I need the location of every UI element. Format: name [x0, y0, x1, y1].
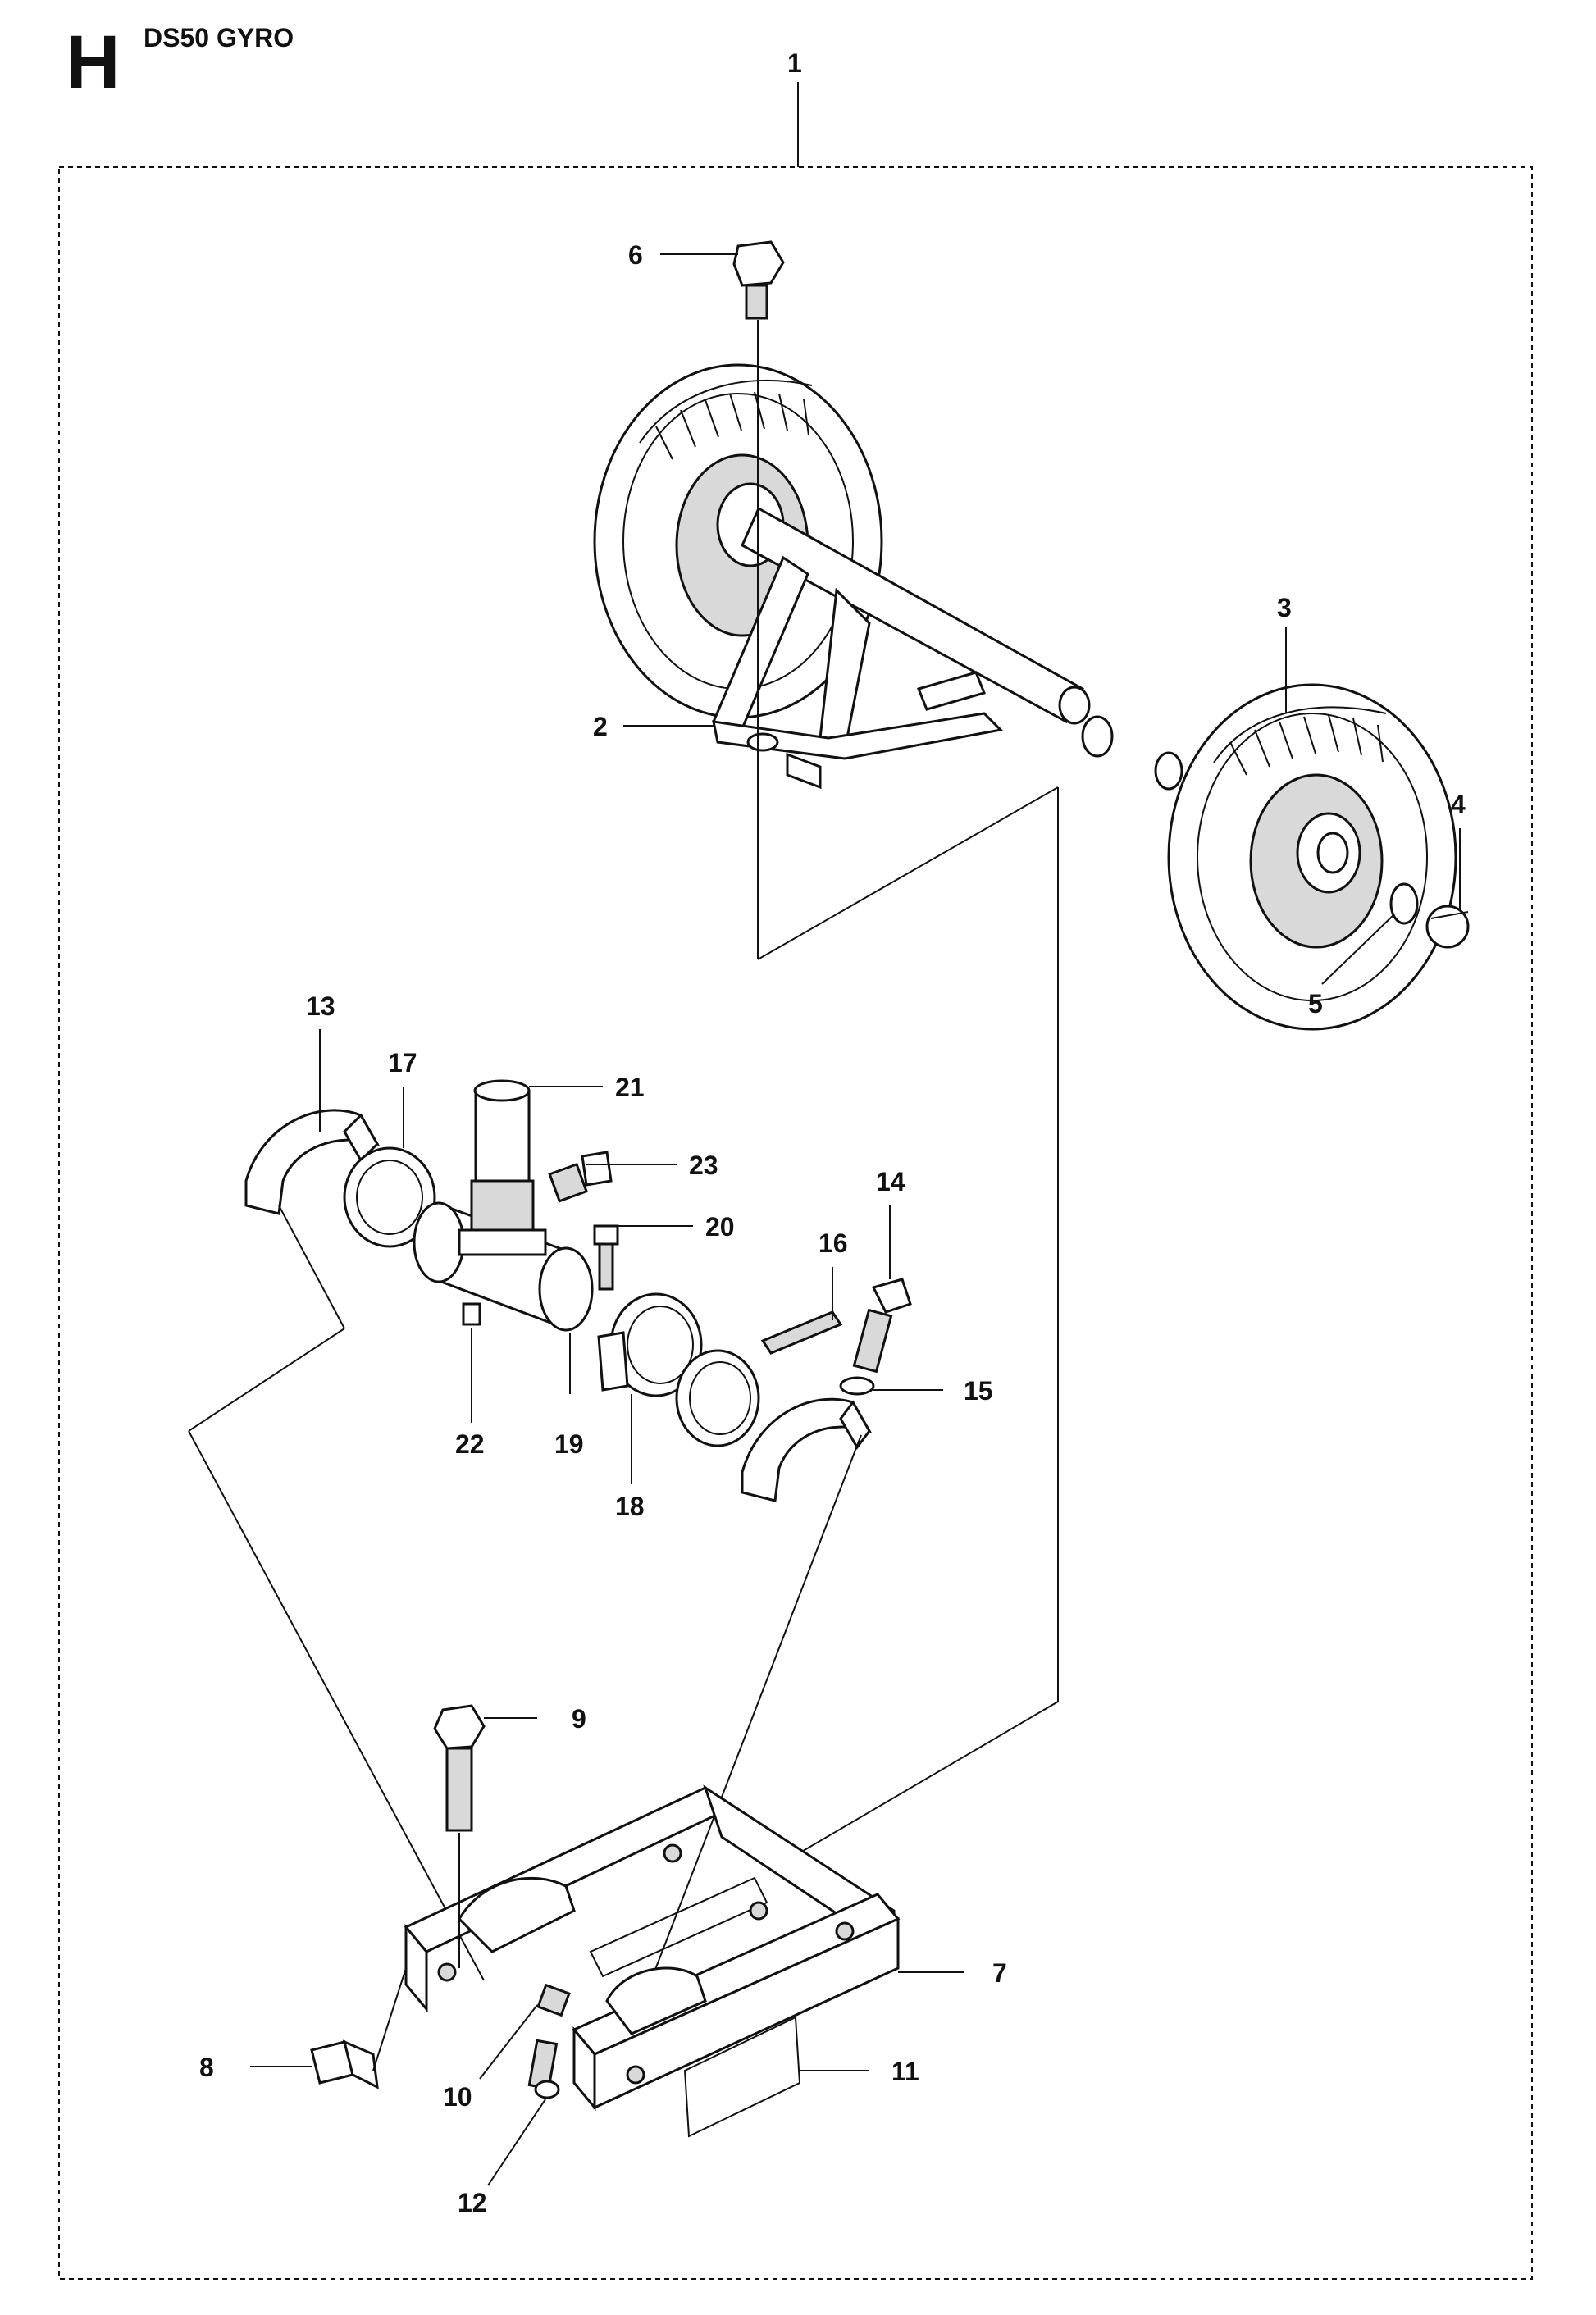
callout-7: 7 [992, 1958, 1007, 1988]
callout-1: 1 [787, 48, 802, 78]
callout-12: 12 [458, 2188, 487, 2217]
callout-19: 19 [554, 1429, 584, 1459]
clamp-half-13 [244, 1109, 381, 1215]
washer-5 [1389, 882, 1419, 925]
bushing-ring-right [675, 1349, 760, 1447]
label-strip-16 [760, 1310, 843, 1355]
bolt-14 [852, 1278, 912, 1374]
section-letter: H [66, 21, 121, 104]
callout-6: 6 [628, 240, 643, 270]
model-title: DS50 GYRO [144, 23, 294, 52]
lynch-pin-4 [1425, 905, 1470, 949]
callout-18: 18 [615, 1492, 645, 1521]
screw-12 [527, 2039, 560, 2099]
callout-13: 13 [306, 991, 335, 1021]
callout-4: 4 [1451, 790, 1466, 819]
callout-22: 22 [455, 1429, 485, 1459]
clamp-half-right [741, 1397, 873, 1502]
washer-axle-outer [1154, 751, 1183, 791]
callout-11: 11 [891, 2057, 919, 2086]
pivot-stem-21 [458, 1079, 547, 1256]
bolt-9 [433, 1704, 486, 1832]
grease-nipple-22 [462, 1302, 481, 1326]
bushing-ring-17 [343, 1146, 436, 1248]
washer-15 [839, 1376, 875, 1396]
axle-frame [712, 506, 1091, 790]
screw-10 [536, 1983, 571, 2017]
callout-10: 10 [443, 2082, 472, 2112]
callout-17: 17 [388, 1048, 417, 1078]
callout-21: 21 [615, 1073, 645, 1102]
callout-20: 20 [705, 1212, 735, 1242]
callout-16: 16 [819, 1228, 848, 1258]
screw-23 [548, 1151, 613, 1203]
callout-leaders [250, 253, 1461, 2186]
clamp-ring-18 [597, 1292, 703, 1397]
label-11 [683, 2016, 801, 2138]
callout-2: 2 [593, 712, 608, 741]
bolt-6 [732, 240, 785, 320]
callout-23: 23 [689, 1151, 718, 1180]
callout-15: 15 [964, 1376, 993, 1406]
callout-5: 5 [1308, 989, 1323, 1019]
wheel-right [1167, 683, 1457, 1031]
callout-9: 9 [572, 1704, 586, 1734]
washer-axle-inner [1081, 715, 1114, 758]
screw-20 [593, 1224, 619, 1291]
callout-14: 14 [876, 1167, 905, 1196]
callout-3: 3 [1277, 593, 1292, 622]
assembly-boundary [58, 166, 1533, 2280]
callout-8: 8 [199, 2053, 214, 2082]
end-cap-8 [310, 2039, 379, 2089]
base-frame-7 [404, 1784, 901, 2112]
